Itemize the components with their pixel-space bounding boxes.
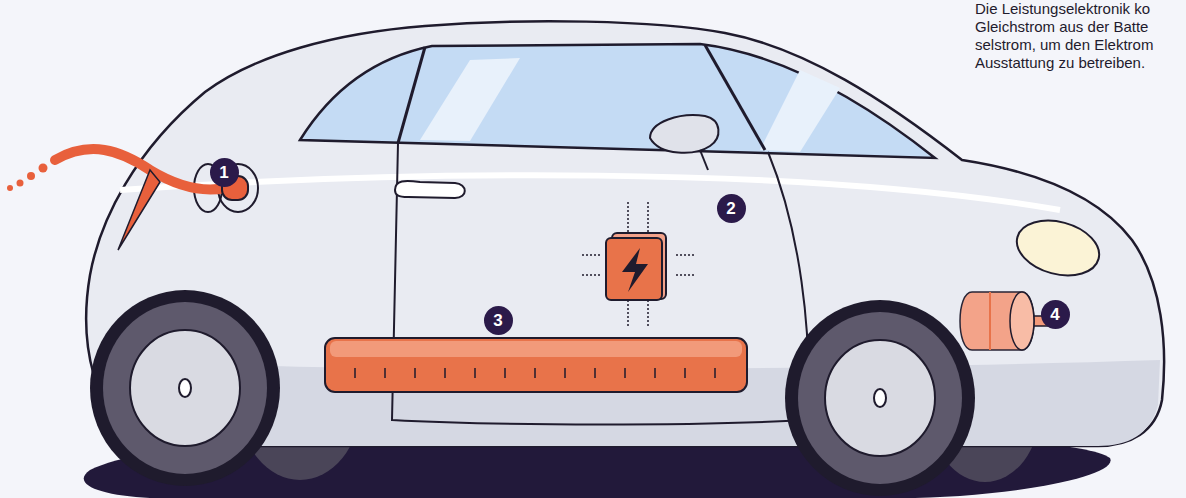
window-glare bbox=[760, 70, 840, 152]
belt-highlight bbox=[120, 175, 1060, 210]
description-text: Die Leistungselektronik ko Gleichstrom a… bbox=[975, 0, 1180, 72]
window-glare bbox=[420, 58, 520, 141]
cable-dot bbox=[7, 185, 13, 191]
callout-number: 2 bbox=[717, 194, 746, 223]
mirror-arm bbox=[700, 150, 708, 170]
power-electronics bbox=[582, 202, 694, 328]
battery-pack bbox=[325, 338, 747, 392]
electric-motor bbox=[960, 292, 1052, 350]
callout-number-text: 3 bbox=[493, 312, 502, 329]
side-mirror bbox=[650, 115, 718, 153]
callout-number-text: 2 bbox=[726, 200, 735, 217]
front-wheel bbox=[785, 300, 975, 496]
battery-cells bbox=[355, 368, 715, 378]
cable-strap bbox=[118, 170, 160, 250]
battery-top bbox=[330, 341, 742, 357]
callout-number: 1 bbox=[210, 158, 239, 187]
cable-dot bbox=[17, 180, 24, 187]
b-pillar bbox=[398, 47, 425, 143]
cable-dot bbox=[27, 172, 35, 180]
charging-cable bbox=[55, 149, 225, 189]
callout-number: 4 bbox=[1041, 300, 1070, 329]
cable-dot bbox=[39, 164, 48, 173]
headlight bbox=[1011, 212, 1106, 284]
callout-number-text: 1 bbox=[219, 164, 228, 181]
callout-number-text: 4 bbox=[1050, 306, 1059, 323]
door-handle bbox=[395, 181, 465, 198]
callout-number: 3 bbox=[484, 306, 513, 335]
windows bbox=[300, 44, 935, 158]
rear-wheel bbox=[90, 290, 280, 486]
